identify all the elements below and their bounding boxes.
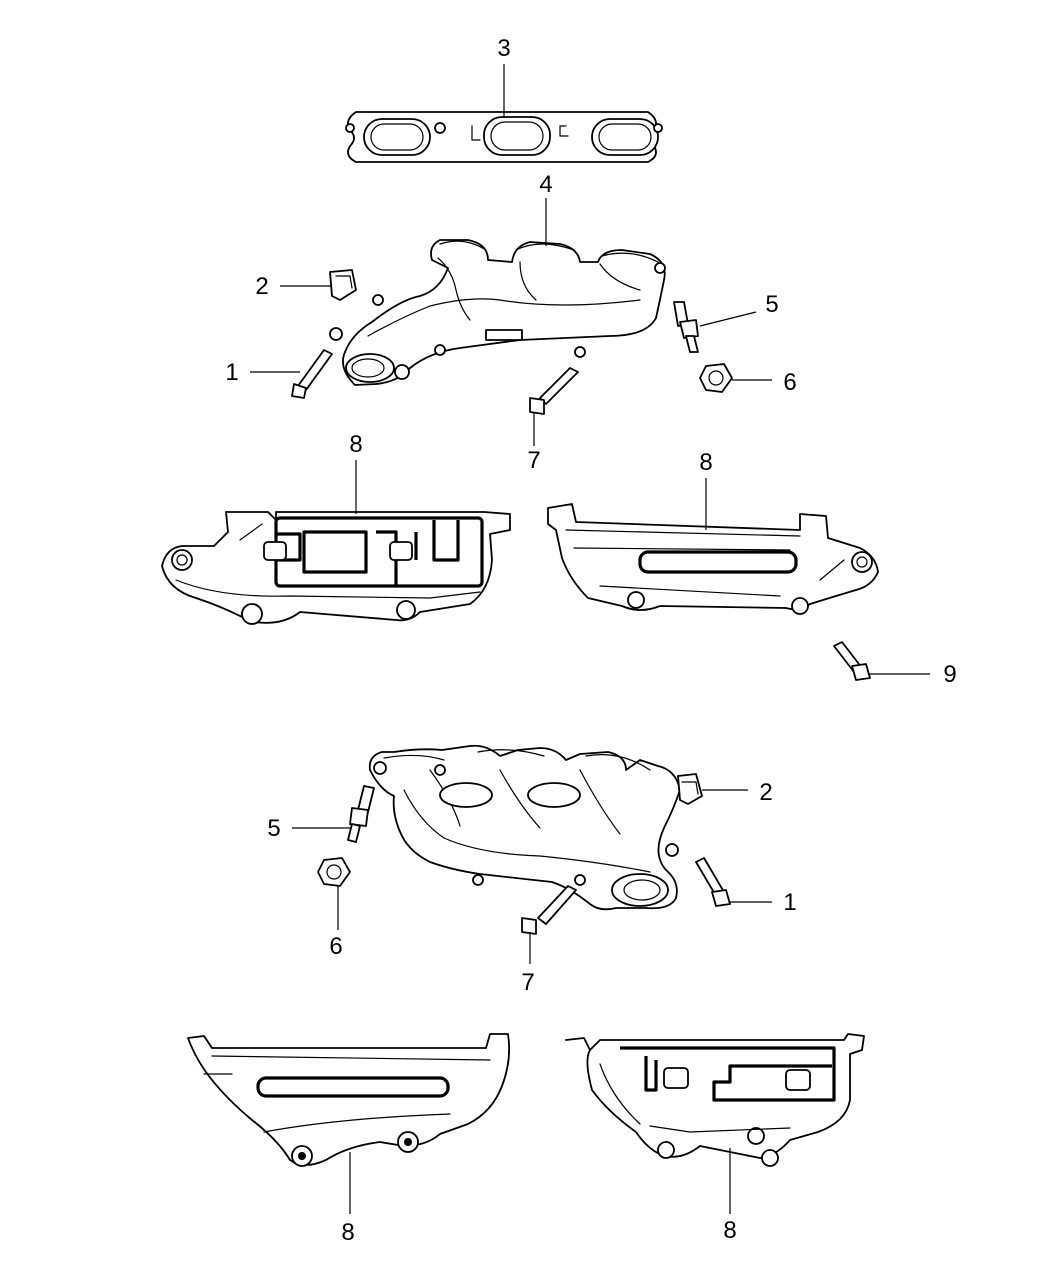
callout-8-row1-right: 8 <box>699 449 712 476</box>
manifold-bolt-right-lower <box>695 857 731 907</box>
heat-shield-row2-right <box>565 1033 865 1167</box>
callout-5-upper: 5 <box>765 291 778 318</box>
manifold-clip-lower <box>677 773 703 805</box>
manifold-bolt-upper <box>291 349 333 399</box>
exhaust-manifold-right <box>329 239 666 386</box>
callout-1-lower: 1 <box>783 889 796 916</box>
heat-shield-row1-left <box>161 511 511 625</box>
callout-8-row2-right: 8 <box>723 1217 736 1244</box>
callout-8-row2-left: 8 <box>341 1219 354 1246</box>
manifold-bolt-bottom-lower <box>521 885 577 935</box>
leader-lines <box>250 64 930 1214</box>
callout-1-upper: 1 <box>225 359 238 386</box>
callout-9: 9 <box>943 661 956 688</box>
manifold-stud-lower <box>347 785 375 843</box>
callout-8-row1-left: 8 <box>349 431 362 458</box>
callout-2-upper: 2 <box>255 273 268 300</box>
callout-6-lower: 6 <box>329 933 342 960</box>
manifold-stud-upper <box>673 301 699 353</box>
manifold-nut-lower <box>317 857 351 887</box>
callout-7-lower: 7 <box>521 969 534 996</box>
callout-5-lower: 5 <box>267 815 280 842</box>
manifold-clip-upper <box>329 269 357 301</box>
heat-shield-row2-left <box>187 1033 511 1167</box>
callout-numbers: 3 4 2 5 1 6 7 8 8 9 2 5 1 6 7 8 8 <box>225 35 956 1246</box>
manifold-nut-upper <box>699 363 733 393</box>
callout-2-lower: 2 <box>759 779 772 806</box>
exhaust-manifold-gasket <box>345 111 663 163</box>
callout-6-upper: 6 <box>783 369 796 396</box>
callout-4: 4 <box>539 171 552 198</box>
exhaust-manifold-left <box>368 744 681 911</box>
callout-7-upper: 7 <box>527 447 540 474</box>
heat-shield-row1-right <box>547 503 879 615</box>
heat-shield-bolt <box>833 641 871 681</box>
callout-3: 3 <box>497 35 510 62</box>
manifold-bolt-lower-upper-group <box>529 367 579 415</box>
